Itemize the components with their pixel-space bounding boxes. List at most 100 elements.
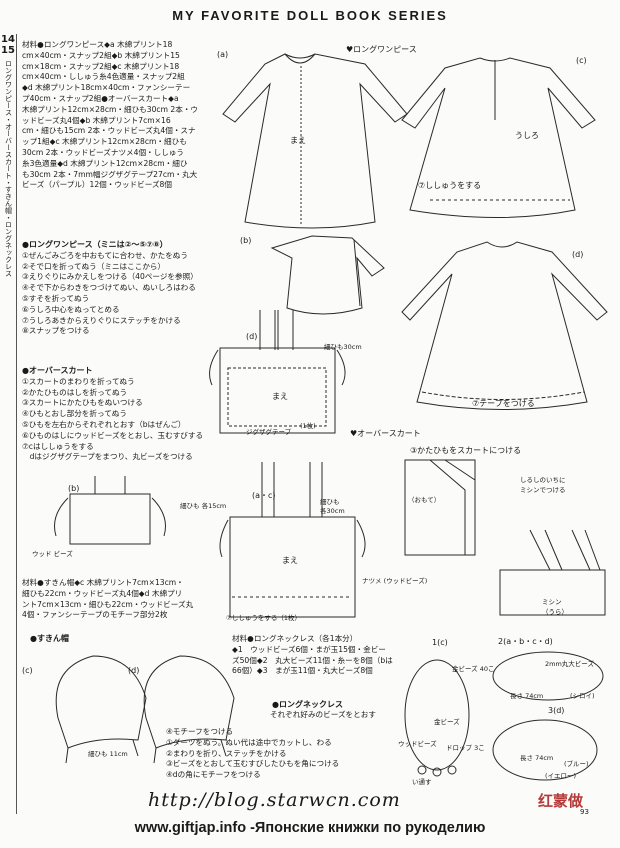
label-a: (a) — [217, 50, 229, 59]
necklace-1-diagram — [404, 659, 470, 777]
hat-c-outline — [55, 655, 147, 749]
label-tape: ⑦テープをつける — [472, 399, 535, 408]
skirt-ac-body — [229, 516, 356, 618]
text-line: cm×18cm・スナップ2組◆c 木綿プリント18 — [22, 61, 180, 71]
text-line: も30cm 2本・7mm幅ジグザグテープ27cm・丸大 — [22, 169, 198, 179]
label-n-shiroi: (シロイ) — [570, 692, 595, 700]
necklace-materials: 材料●ロングネックレス（各1本分） ◆1 ウッドビーズ6個・まが玉15個・金ビー… — [232, 634, 393, 677]
blog-url[interactable]: http://blog.starwcn.com — [148, 789, 401, 811]
step: ③スカートにかたひもをぬいつける — [22, 398, 143, 408]
step: ④ひもとおし部分を折ってぬう — [22, 409, 127, 419]
materials-hat-block: 材料●すきん帽◆c 木綿プリント7cm×13cm・ 細ひも22cm・ウッドビーズ… — [22, 578, 193, 621]
step: ⑧スナップをつける — [22, 326, 90, 336]
dress-b-diagram — [270, 235, 385, 315]
text-line: ップ1組◆c 木綿プリント12cm×28cm・細ひも — [22, 137, 187, 147]
step: ④モチーフをつける — [166, 727, 234, 736]
text-line: ビーズ（パープル）12個・ウッドビーズ8個 — [22, 180, 172, 190]
step: ⑤ひもを左右からそれぞれとおす（bはぜんご） — [22, 419, 186, 429]
text-line: 細ひも22cm・ウッドビーズ丸4個◆d 木綿プリ — [22, 588, 183, 598]
text-line: ◆d 木綿プリント18cm×40cm・ファンシーテー — [22, 83, 191, 93]
dress-a-diagram — [222, 53, 408, 229]
dress-d-diagram — [401, 241, 608, 410]
text-line: cm×40cm・スナップ2組◆b 木綿プリント15 — [22, 50, 180, 60]
label-n-yellow: (イエロー) — [545, 772, 577, 780]
dress-a-neckline — [284, 53, 316, 64]
step: dはジグザグテープをまつり、丸ビーズをつける — [22, 452, 193, 462]
label-kata-step: ③かたひもをスカートにつける — [410, 446, 522, 455]
hat-d-diagram — [143, 655, 235, 764]
step: ④そで下からわきをつづけてぬい、ぬいしろはわる — [22, 283, 196, 293]
brand-watermark: 红蒙做 — [538, 792, 584, 810]
text-line: 4個・ファンシーテープのモチーフ部分2枚 — [22, 610, 168, 620]
necklace-3-diagram — [492, 719, 598, 781]
label-shishu: ⑦ししゅうをする — [418, 181, 482, 190]
label-ichimai: (1枚) — [300, 422, 316, 430]
label-hosohimo: 細ひも — [320, 498, 340, 506]
label-mishin: ミシンでつける — [520, 486, 566, 494]
series-title: MY FAVORITE DOLL BOOK SERIES — [172, 8, 448, 23]
label-kaku30: 各30cm — [320, 507, 345, 515]
step: ①ダーツをぬう。ぬい代は途中でカットし、わる — [166, 737, 332, 747]
step: ③ビーズをとおして玉むすびしたひもを角につける — [166, 759, 340, 769]
label-maru2: 2mm丸大ビーズ — [545, 660, 594, 668]
label-skirt-d: (d) — [246, 332, 258, 341]
label-skirt-title: ♥オーバースカート — [350, 429, 421, 438]
dress-steps: ●ロングワンピース（ミニは②〜⑤⑦⑧） ①ぜんごみごろを中おもてに合わせ、かたを… — [22, 240, 198, 337]
label-zigzag: ジグザグテープ — [246, 428, 292, 436]
step: ⑦cはししゅうをする — [22, 441, 94, 451]
label-skirt-mae: まえ — [272, 392, 288, 401]
text-line: cm・細ひも15cm 2本・ウッドビーズ丸4個・スナ — [22, 126, 196, 136]
step: ②かたひものはしを折ってぬう — [22, 387, 128, 397]
text-line: 30cm 2本・ウッドビーズナツメ4個・ししゅう — [22, 147, 185, 157]
hat-d-outline — [143, 655, 235, 749]
skirt-steps: ●オーバースカート ①スカートのまわりを折ってぬう ②かたひものはしを折ってぬう… — [22, 366, 203, 463]
step: ⑥うしろ中心をぬってとめる — [22, 304, 120, 314]
skirt-d-diagram — [209, 310, 346, 434]
hat-c-diagram — [55, 655, 147, 764]
necklace-2-diagram — [492, 651, 604, 701]
skirt-b-diagram — [54, 476, 166, 545]
step: ③えりぐりにみかえしをつける（40ページを参照） — [22, 272, 198, 282]
label-c: (c) — [576, 56, 587, 65]
skirt-d-strap — [259, 310, 294, 350]
hat-steps: ④モチーフをつける ①ダーツをぬう。ぬい代は途中でカットし、わる ②まわりを折り… — [166, 727, 339, 781]
label-n2: 2(a・b・c・d) — [498, 637, 553, 646]
materials-dress-block: 材料●ロングワンピース◆a 木綿プリント18 cm×40cm・スナップ2組◆b … — [22, 40, 198, 191]
dress-steps-title: ●ロングワンピース（ミニは②〜⑤⑦⑧） — [22, 240, 168, 249]
side-tab-text: ロングワンピース・オーバースカート・すきん帽・ロングネックレス — [4, 60, 13, 277]
step: ⑥ひものはしにウッドビーズをとおし、玉むすびする — [22, 430, 204, 440]
skirt-d-body — [219, 347, 336, 434]
text-line: 材料●ロングネックレス（各1本分） — [232, 634, 358, 643]
dress-d-outline — [401, 241, 608, 410]
label-n1: 1(c) — [432, 638, 448, 647]
label-naga: 長さ 74cm — [510, 692, 544, 700]
dress-d-tape — [421, 391, 585, 400]
step: ②そで口を折ってぬう（ミニはここから） — [22, 261, 166, 271]
dress-c-diagram — [401, 57, 596, 218]
text-line: cm×40cm・ししゅう糸4色適量・スナップ2組 — [22, 72, 185, 82]
side-tab: 14 15 ロングワンピース・オーバースカート・すきん帽・ロングネックレス — [0, 34, 17, 814]
label-ura: （うら） — [542, 608, 568, 616]
hat-title: ●すきん帽 — [30, 634, 69, 643]
label-naga3: 長さ 74cm — [520, 754, 554, 762]
text-line: 糸3色適量◆d 木綿プリント12cm×28cm・細ひ — [22, 158, 188, 168]
label-b: (b) — [240, 236, 252, 245]
label-mae: まえ — [290, 136, 306, 145]
label-ito: い通す — [412, 778, 432, 786]
label-skirt-b: (b) — [68, 484, 80, 493]
text-line: ッドビーズ丸4個◆b 木綿プリント7cm×16 — [22, 115, 171, 125]
skirt-steps-title: ●オーバースカート — [22, 366, 93, 375]
label-omote: （おもて） — [408, 496, 441, 504]
label-hosohimo15: 細ひも 各15cm — [180, 502, 227, 510]
label-n3: 3(d) — [548, 706, 565, 715]
label-mishin2: ミシン — [542, 598, 562, 606]
text-line: 木綿プリント12cm×28cm・細ひも30cm 2本・ウ — [22, 104, 199, 114]
text-line: ズ50個◆2 丸大ビーズ11個・糸ーを8個（bは — [232, 655, 393, 665]
step: ①ぜんごみごろを中おもてに合わせ、かたをぬう — [22, 250, 188, 260]
text-line: プ40cm・スナップ2組●オーバースカート◆a — [22, 93, 179, 103]
skirt-step3-diagram — [404, 459, 476, 556]
dress-b-outline — [270, 235, 385, 315]
label-hosohimo30: 細ひも30cm — [324, 343, 362, 351]
gift-url[interactable]: www.giftjap.info -Японские книжки по рук… — [134, 820, 486, 836]
label-dorop: ドロップ 3こ — [446, 744, 485, 752]
